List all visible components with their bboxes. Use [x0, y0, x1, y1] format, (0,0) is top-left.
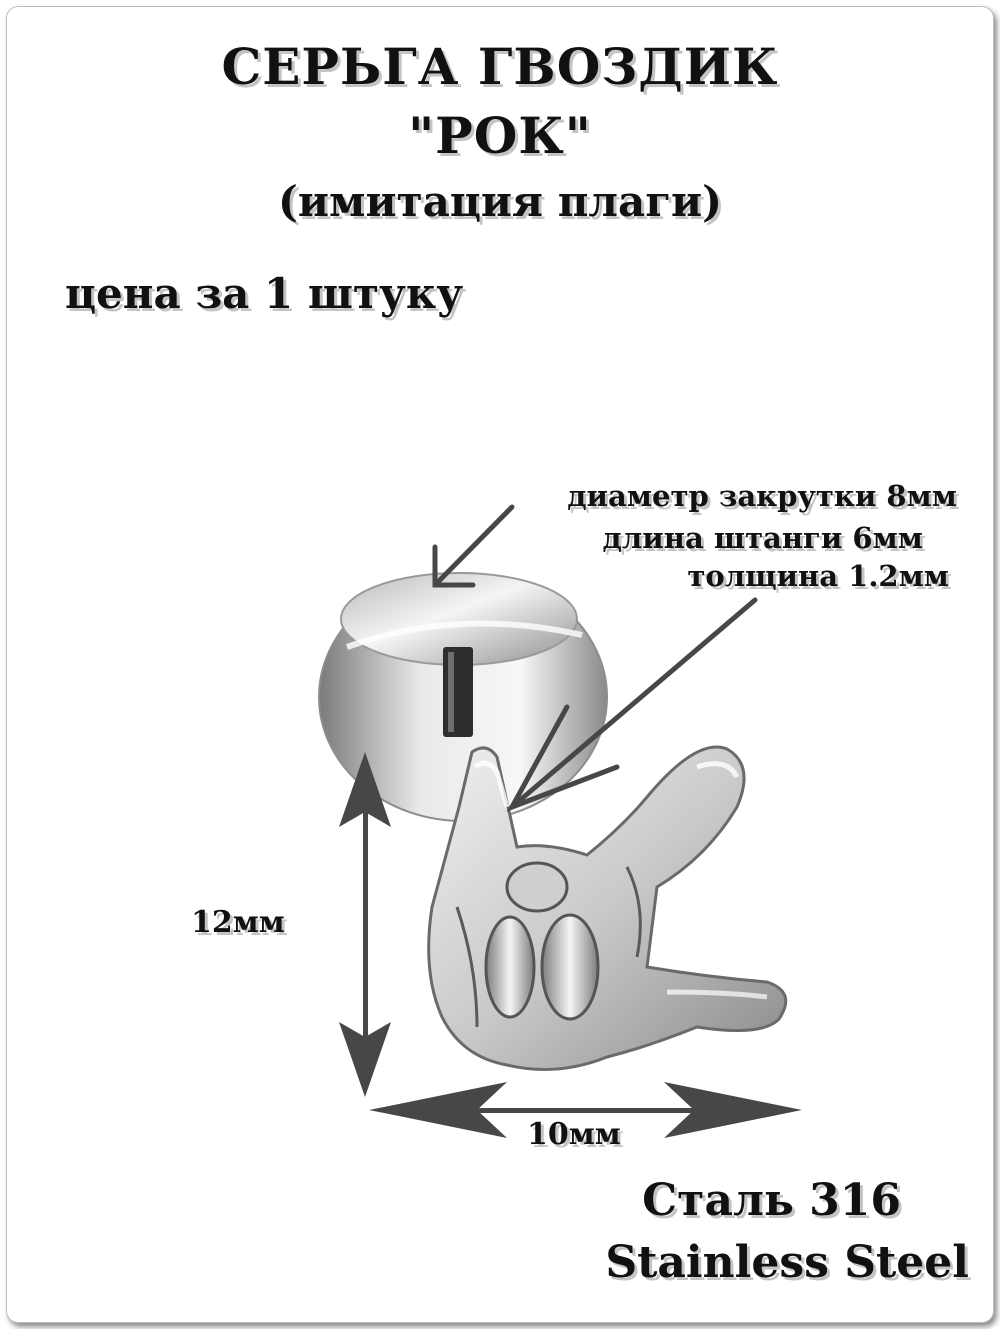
- earring-bar: [443, 647, 473, 737]
- arrow-disc-pointer: [432, 504, 515, 588]
- title-line-2: "РОК": [408, 106, 592, 165]
- width-label: 10мм: [527, 1117, 621, 1152]
- subtitle: (имитация плаги): [277, 177, 723, 226]
- material-ru: Сталь 316: [642, 1175, 901, 1226]
- height-label: 12мм: [191, 905, 285, 940]
- product-card: СЕРЬГА ГВОЗДИК "РОК" (имитация плаги) це…: [6, 6, 994, 1323]
- width-dimension-arrow: [369, 1082, 802, 1138]
- spec-thickness: толщина 1.2мм: [687, 559, 949, 593]
- height-dimension-arrow: [339, 752, 391, 1097]
- price-note: цена за 1 штуку: [65, 269, 464, 318]
- product-illustration: [318, 504, 802, 1138]
- spec-bar-length: длина штанги 6мм: [602, 521, 924, 555]
- spec-twist-diameter: диаметр закрутки 8мм: [567, 479, 957, 513]
- material-en: Stainless Steel: [605, 1237, 969, 1288]
- rock-hand: [427, 745, 788, 1071]
- title-line-1: СЕРЬГА ГВОЗДИК: [221, 37, 779, 96]
- arrow-bar-pointer: [506, 597, 758, 812]
